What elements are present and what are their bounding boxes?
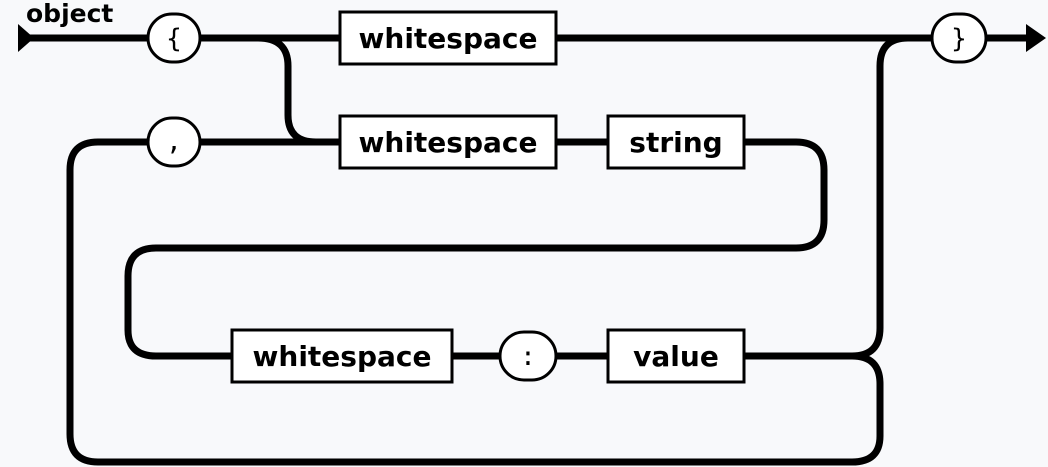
whitespace-top-label: whitespace xyxy=(359,22,538,55)
comma-label: , xyxy=(166,127,182,157)
value-node: value xyxy=(606,328,746,384)
exit-arrow-icon xyxy=(1026,24,1046,52)
colon-node: : xyxy=(498,330,558,382)
whitespace-top-node: whitespace xyxy=(338,10,558,66)
whitespace-bottom-label: whitespace xyxy=(253,340,432,373)
colon-label: : xyxy=(520,342,536,372)
open-brace-node: { xyxy=(146,12,202,64)
whitespace-mid-node: whitespace xyxy=(338,114,558,170)
value-label: value xyxy=(633,340,719,373)
comma-node: , xyxy=(146,116,202,168)
open-brace-label: { xyxy=(166,24,182,54)
string-loop-wire xyxy=(124,138,828,360)
string-label: string xyxy=(629,126,722,159)
branch-down-wire xyxy=(257,34,340,146)
close-brace-node: } xyxy=(930,12,988,64)
close-brace-label: } xyxy=(951,24,967,54)
diagram-title: object xyxy=(26,0,113,28)
whitespace-bottom-node: whitespace xyxy=(230,328,454,384)
whitespace-mid-label: whitespace xyxy=(359,126,538,159)
string-node: string xyxy=(606,114,746,170)
repeat-loop-wire xyxy=(66,138,884,466)
entry-arrow-icon xyxy=(18,24,34,52)
